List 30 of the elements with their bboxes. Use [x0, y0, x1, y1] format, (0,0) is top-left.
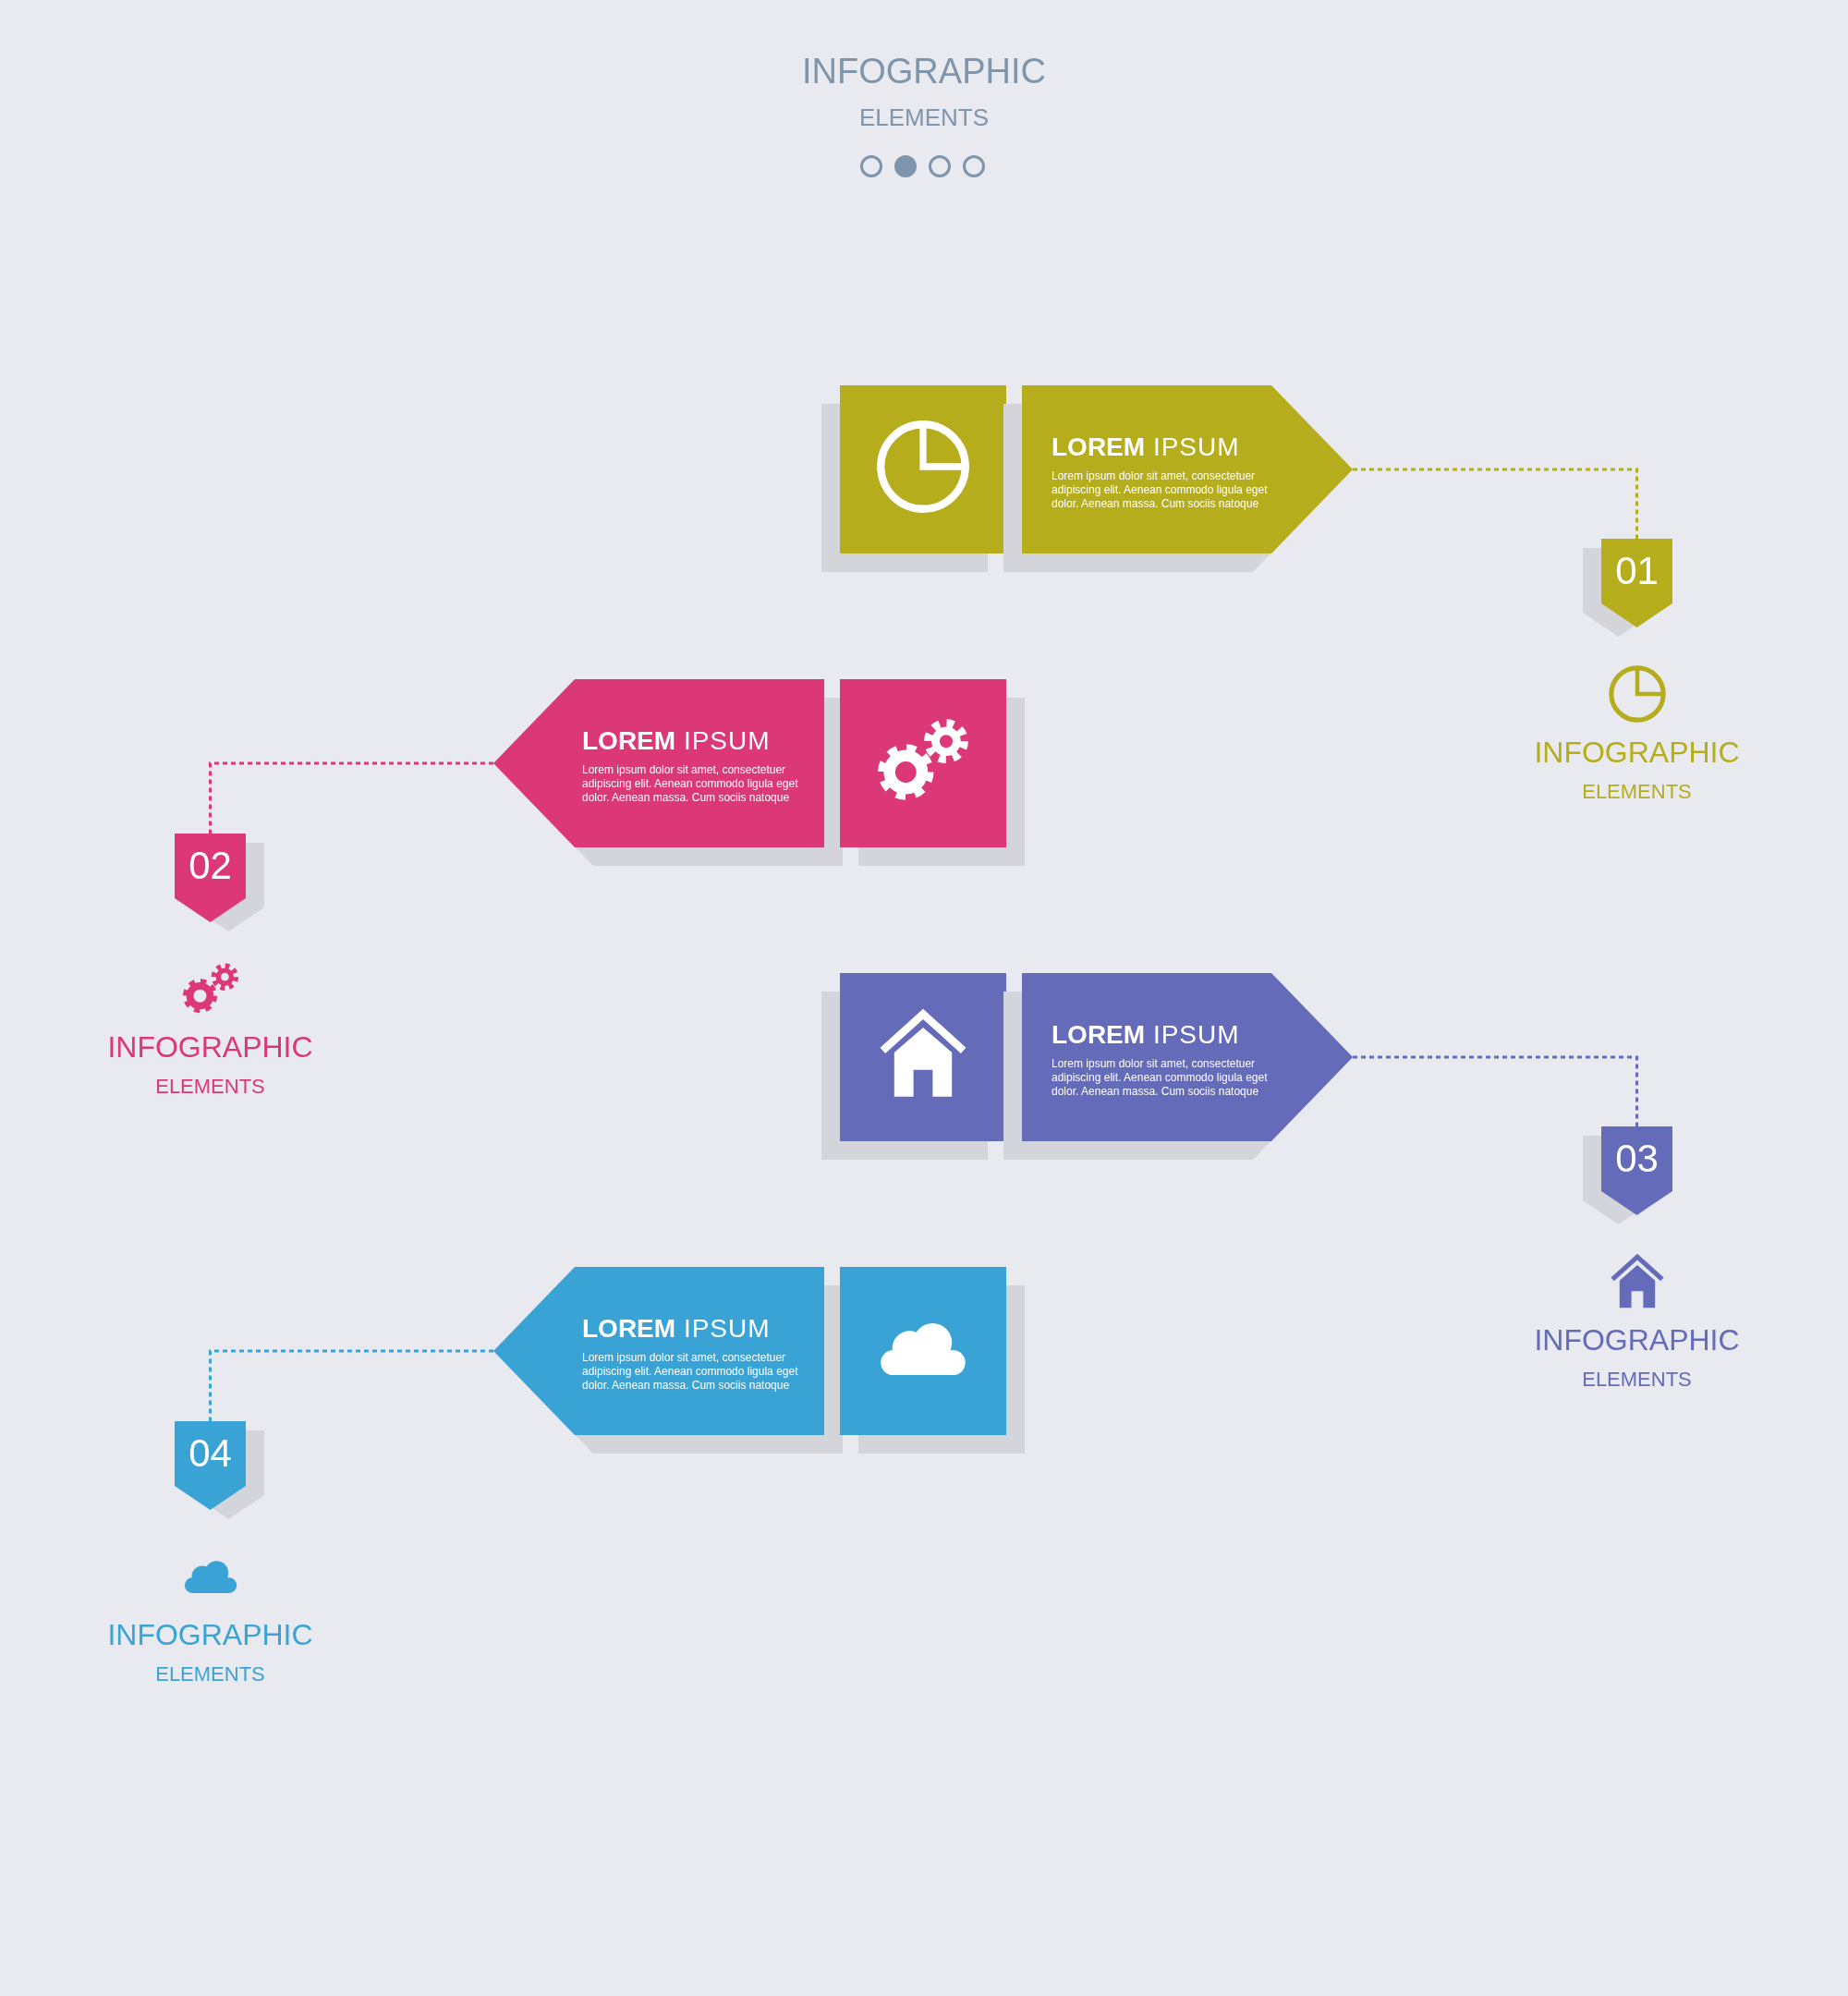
caption-text: INFOGRAPHIC — [1533, 1324, 1741, 1357]
heading-text: LOREM IPSUM — [1052, 433, 1241, 462]
icon-tile — [840, 973, 1006, 1141]
connector-line — [1353, 468, 1638, 539]
subtitle-text: ELEMENTS — [857, 103, 991, 132]
heading-text: LOREM IPSUM — [1052, 1021, 1241, 1050]
connector-line — [209, 761, 493, 834]
caption-text: ELEMENTS — [154, 1663, 266, 1686]
title-text: INFOGRAPHIC — [801, 52, 1047, 91]
connector-line — [1353, 1055, 1638, 1126]
step-number: 02 — [188, 846, 233, 885]
body-text: Lorem ipsum dolor sit amet, consectetuer adipiscing elit. Aenean commodo ligula eget dolor. Aenean massa. Cum sociis natoque — [582, 1350, 799, 1393]
body-text: Lorem ipsum dolor sit amet, consectetuer adipiscing elit. Aenean commodo ligula eget dolor. Aenean massa. Cum sociis natoque — [1052, 469, 1269, 511]
step-number: 01 — [1614, 552, 1660, 590]
body-text: Lorem ipsum dolor sit amet, consectetuer adipiscing elit. Aenean commodo ligula eget dolor. Aenean massa. Cum sociis natoque — [1052, 1056, 1269, 1099]
caption-text: ELEMENTS — [1581, 1369, 1693, 1392]
heading-text: LOREM IPSUM — [582, 1315, 772, 1344]
icon-tile — [840, 1267, 1006, 1435]
caption-text: INFOGRAPHIC — [106, 1619, 314, 1652]
step-number: 03 — [1614, 1139, 1660, 1178]
caption-text: ELEMENTS — [154, 1076, 266, 1099]
caption-text: INFOGRAPHIC — [1533, 736, 1741, 770]
step-number: 04 — [188, 1434, 233, 1473]
icon-tile — [840, 385, 1006, 554]
caption-text: INFOGRAPHIC — [106, 1031, 314, 1065]
heading-text: LOREM IPSUM — [582, 727, 772, 756]
connector-line — [209, 1349, 493, 1421]
body-text: Lorem ipsum dolor sit amet, consectetuer adipiscing elit. Aenean commodo ligula eget dolor. Aenean massa. Cum sociis natoque — [582, 762, 799, 805]
icon-tile — [840, 679, 1006, 847]
caption-text: ELEMENTS — [1581, 781, 1693, 804]
